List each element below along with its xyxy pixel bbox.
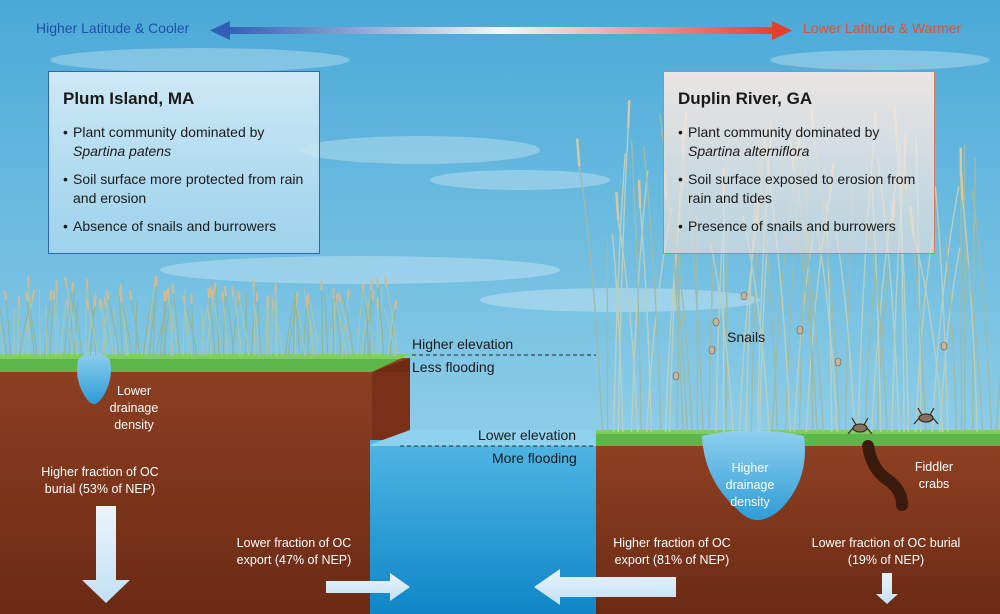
lower-drainage-pool xyxy=(77,352,111,404)
fiddler-crabs-label: Fiddler crabs xyxy=(914,460,954,491)
more-flooding-label: More flooding xyxy=(492,450,577,466)
right-burial-label: Lower fraction of OC burial (19% of NEP) xyxy=(811,536,961,567)
duplin-river-bullets: Plant community dominated by Spartina alt… xyxy=(678,123,920,236)
higher-elevation-label: Higher elevation xyxy=(412,336,514,352)
bullet-text: Soil surface more protected from rain an… xyxy=(73,171,304,206)
plum-island-title: Plum Island, MA xyxy=(63,89,195,108)
duplin-river-box: Duplin River, GA Plant community dominat… xyxy=(663,71,935,254)
gradient-arrow-icon xyxy=(210,21,792,40)
fiddler-crab-icon xyxy=(847,407,939,435)
less-flooding-label: Less flooding xyxy=(412,359,495,375)
clouds xyxy=(50,48,990,312)
bullet-text: Plant community dominated by xyxy=(688,124,880,140)
higher-drainage-label: Higher drainage density xyxy=(725,461,775,509)
species-name: Spartina alterniflora xyxy=(688,143,810,159)
left-burial-label: Higher fraction of OC burial (53% of NEP… xyxy=(41,465,159,496)
duplin-river-title: Duplin River, GA xyxy=(678,89,813,108)
snail-icon xyxy=(672,291,948,381)
duplin-river-bullet-3: Presence of snails and burrowers xyxy=(678,217,920,236)
higher-latitude-label: Higher Latitude & Cooler xyxy=(36,20,190,36)
plum-island-bullet-2: Soil surface more protected from rain an… xyxy=(63,170,305,208)
plum-island-box: Plum Island, MA Plant community dominate… xyxy=(48,71,320,254)
lower-elevation-label: Lower elevation xyxy=(478,427,577,443)
bullet-text: Plant community dominated by xyxy=(73,124,265,140)
plum-island-bullets: Plant community dominated by Spartina pat… xyxy=(63,123,305,236)
plum-island-bullet-1: Plant community dominated by Spartina pat… xyxy=(63,123,305,161)
right-export-label: Higher fraction of OC export (81% of NEP… xyxy=(613,536,731,567)
burrow-icon xyxy=(862,440,908,511)
species-name: Spartina patens xyxy=(73,143,172,159)
lower-latitude-label: Lower Latitude & Warmer xyxy=(803,20,962,36)
bullet-text: Soil surface exposed to erosion from rai… xyxy=(688,171,916,206)
bullet-text: Presence of snails and burrowers xyxy=(688,218,896,234)
bullet-text: Absence of snails and burrowers xyxy=(73,218,277,234)
lower-drainage-label: Lower drainage density xyxy=(109,384,159,432)
duplin-river-bullet-1: Plant community dominated by Spartina alt… xyxy=(678,123,920,161)
snails-label: Snails xyxy=(727,329,766,345)
spartina-patens-grass xyxy=(0,275,398,357)
flow-arrow-icon xyxy=(82,506,898,605)
higher-drainage-pool xyxy=(702,430,805,520)
left-export-label: Lower fraction of OC export (47% of NEP) xyxy=(236,536,352,567)
duplin-river-bullet-2: Soil surface exposed to erosion from rai… xyxy=(678,170,920,208)
plum-island-bullet-3: Absence of snails and burrowers xyxy=(63,217,305,236)
